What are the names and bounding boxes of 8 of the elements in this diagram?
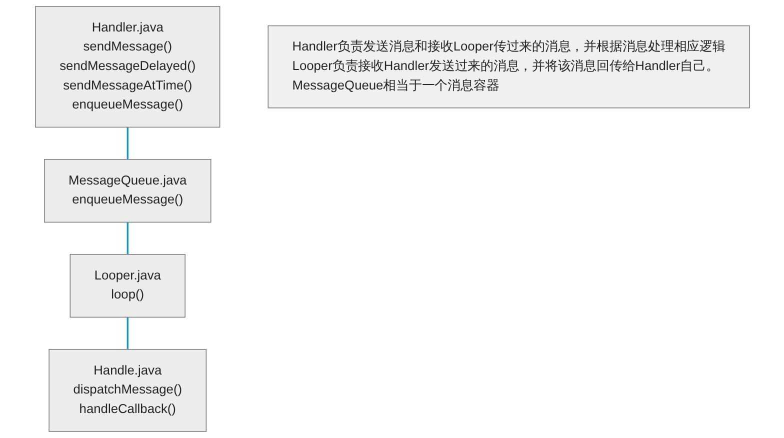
node-box: Handle.java dispatchMessage() handleCallback() <box>48 349 206 432</box>
connector <box>126 222 128 254</box>
node-box: MessageQueue.java enqueueMessage() <box>44 159 211 223</box>
connector <box>126 317 128 350</box>
node-box: Handler.java sendMessage() sendMessageDelayed() sendMessageAtTime() enqueueMessage() <box>34 6 220 128</box>
node-box: Handler负责发送消息和接收Looper传过来的消息，并根据消息处理相应逻辑 Looper负责接收Handler发送过来的消息，并将该消息回传给Handler自己。 MessageQueue相当于一个消息容器 <box>267 25 750 108</box>
connector <box>126 127 128 160</box>
node-box: Looper.java loop() <box>69 254 186 318</box>
